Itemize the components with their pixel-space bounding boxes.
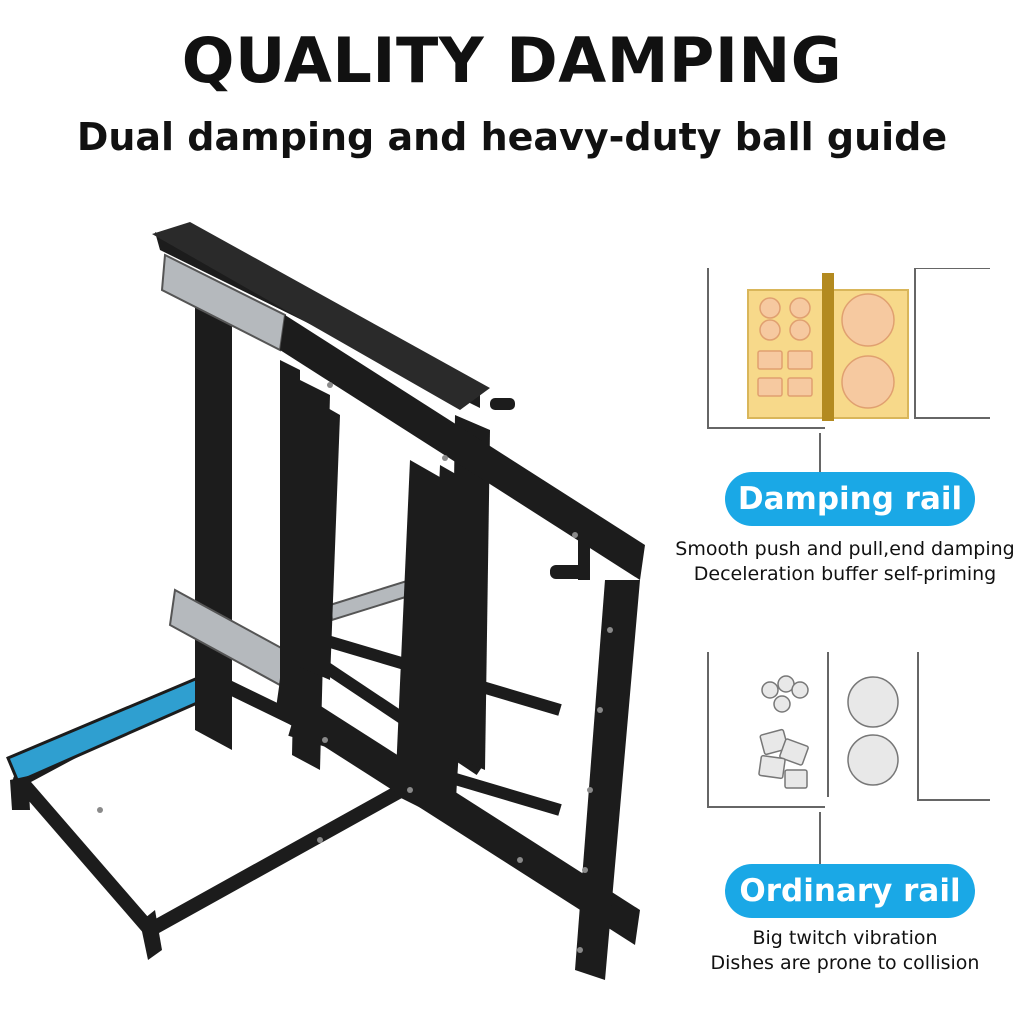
ordinary-rail-label: Ordinary rail (725, 864, 975, 918)
damping-divider (822, 273, 834, 421)
damping-rail-diagram (707, 268, 990, 498)
ordinary-rail-diagram (707, 652, 990, 882)
damping-desc-1: Smooth push and pull,end damping (675, 538, 1015, 560)
damping-rail-label: Damping rail (725, 472, 975, 526)
lift-frame-illustration (6, 222, 645, 980)
blue-slide-rail (6, 670, 225, 784)
ordinary-desc-2: Dishes are prone to collision (710, 952, 980, 974)
headline: QUALITY DAMPING (181, 24, 843, 97)
front-frame (275, 315, 645, 980)
ordinary-desc-1: Big twitch vibration (752, 927, 938, 949)
subheadline: Dual damping and heavy-duty ball guide (76, 115, 948, 159)
top-plate (152, 222, 490, 410)
damping-desc-2: Deceleration buffer self-priming (693, 563, 997, 585)
